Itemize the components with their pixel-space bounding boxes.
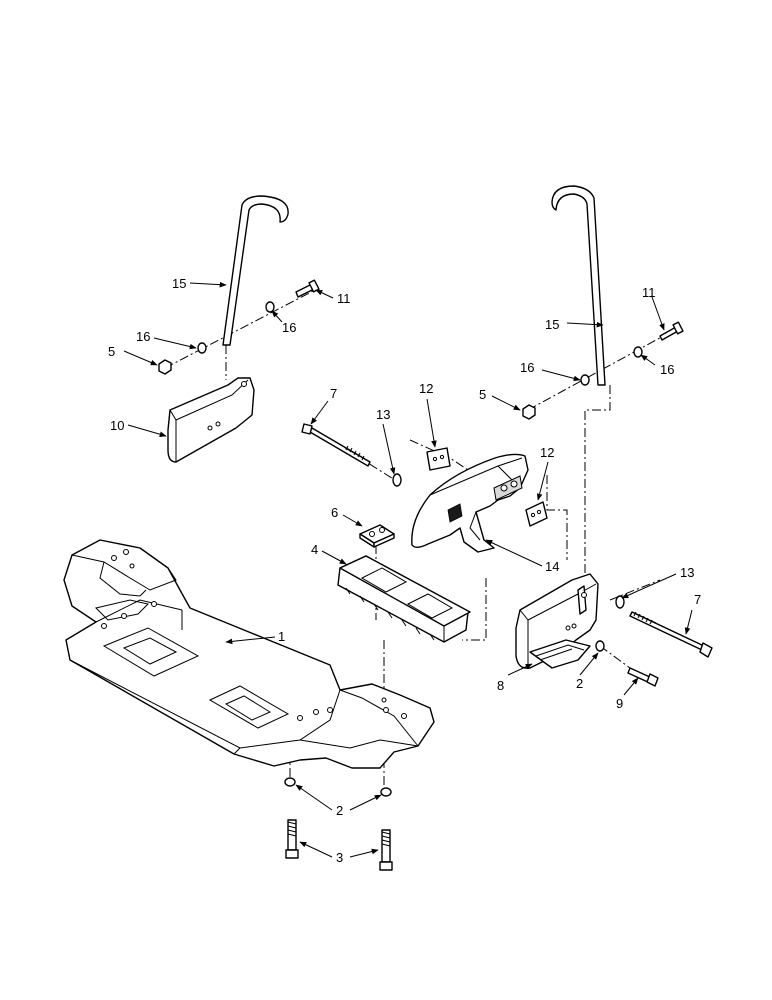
callout-15-right: 15 — [545, 317, 559, 332]
hanger-rod-left — [222, 195, 289, 346]
bolts-3 — [285, 819, 393, 871]
weight-14 — [411, 453, 529, 553]
washer-13-lower — [615, 595, 625, 609]
nuts-5 — [158, 359, 536, 420]
callout-8: 8 — [497, 678, 504, 693]
base-1 — [63, 539, 435, 769]
callout-14: 14 — [545, 559, 559, 574]
callout-10: 10 — [110, 418, 124, 433]
plate-12-right — [525, 501, 548, 527]
callout-11-right: 11 — [642, 285, 656, 300]
bracket-4 — [337, 555, 471, 643]
callout-16-left-b: 16 — [282, 320, 296, 335]
bolt-9 — [627, 667, 659, 687]
callout-13-upper: 13 — [376, 407, 390, 422]
bracket-10 — [167, 377, 255, 463]
callout-1: 1 — [278, 629, 285, 644]
callout-13-lower: 13 — [680, 565, 694, 580]
callout-5-right: 5 — [479, 387, 486, 402]
long-bolt-7-upper — [301, 423, 371, 467]
washer-2-right — [595, 640, 605, 652]
callout-3: 3 — [336, 850, 343, 865]
callout-15-left: 15 — [172, 276, 186, 291]
hanger-rod-right — [551, 185, 606, 386]
callout-9: 9 — [616, 696, 623, 711]
washers-2-bottom — [284, 777, 392, 797]
callout-7-lower: 7 — [694, 592, 701, 607]
callout-5-left: 5 — [108, 344, 115, 359]
long-bolt-7-lower — [629, 611, 713, 658]
callout-4: 4 — [311, 542, 318, 557]
callout-12-right: 12 — [540, 445, 554, 460]
bolt-11-right — [659, 321, 684, 341]
callout-2-right: 2 — [576, 676, 583, 691]
bracket-8 — [515, 573, 599, 669]
callout-labels: 15 11 16 16 5 10 7 13 12 12 6 4 14 1 8 2… — [108, 276, 701, 865]
callout-2-bottom: 2 — [336, 803, 343, 818]
leader-lines — [123, 281, 693, 858]
plate-12-upper — [426, 447, 451, 471]
washer-13-upper — [392, 473, 402, 487]
callout-7-upper: 7 — [330, 386, 337, 401]
washers-16 — [197, 301, 643, 386]
callout-16-right-a: 16 — [520, 360, 534, 375]
callout-16-right-b: 16 — [660, 362, 674, 377]
callout-16-left-a: 16 — [136, 329, 150, 344]
plate-6 — [359, 524, 395, 548]
callout-11-left: 11 — [337, 291, 351, 306]
callout-12-upper: 12 — [419, 381, 433, 396]
callout-6: 6 — [331, 505, 338, 520]
